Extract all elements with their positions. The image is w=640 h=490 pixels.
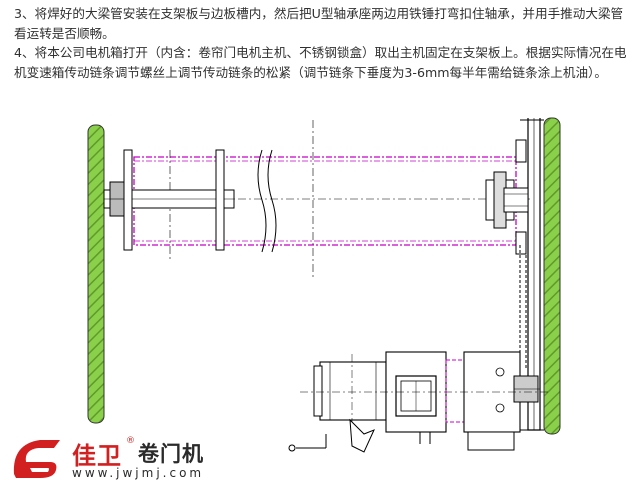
instruction-text: 3、将焊好的大梁管安装在支架板与边板槽内，然后把U型轴承座两边用铁锤打弯扣住轴承… [14,4,630,82]
right-sprocket-assembly [485,139,529,255]
logo-website-url: www.jwjmj.com [72,466,205,480]
left-side-panel [87,124,105,424]
step-4-paragraph: 4、将本公司电机箱打开（内含：卷帘门电机主机、不锈钢锁盒）取出主机固定在支架板上… [14,45,627,80]
right-side-panel [543,117,561,435]
drive-chain [519,245,527,370]
motor-unit [288,351,550,453]
logo-product-name: 卷门机 [138,442,204,466]
logo-emblem-icon [13,440,60,478]
logo-brand-name: 佳卫 [72,442,122,470]
left-axle [103,149,235,251]
step-3-paragraph: 3、将焊好的大梁管安装在支架板与边板槽内，然后把U型轴承座两边用铁锤打弯扣住轴承… [14,6,624,41]
jiawei-logo: 佳卫 ® 卷门机 www.jwjmj.com [10,434,230,484]
logo-registered-mark: ® [126,436,135,446]
